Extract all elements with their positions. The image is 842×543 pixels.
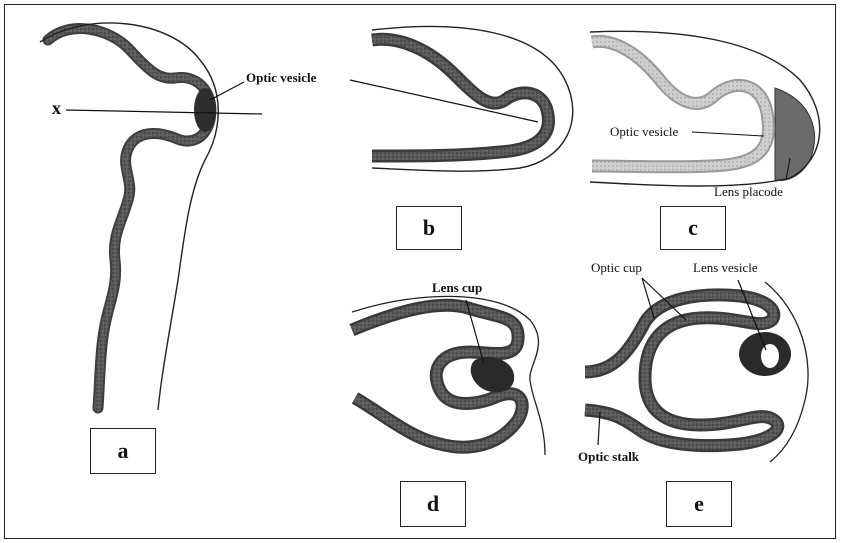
panel-c-label: c [660, 206, 726, 250]
neural-wall-c [592, 41, 768, 166]
panel-d-label: d [400, 481, 466, 527]
optic-vesicle-bulge-a [194, 88, 216, 132]
panel-b-label: b [396, 206, 462, 250]
panel-a-label: a [90, 428, 156, 474]
panel-d-drawing [352, 296, 545, 455]
lens-vesicle-lumen [761, 344, 779, 368]
section-line-x [66, 110, 262, 114]
lens-placode-c [775, 88, 815, 180]
x-marker-label: x [52, 98, 61, 118]
label-optic-cup: Optic cup [591, 260, 642, 275]
label-lens-vesicle: Lens vesicle [693, 260, 758, 275]
label-optic-vesicle-a: Optic vesicle [246, 70, 317, 85]
pointer-optic-vesicle-a [210, 82, 244, 100]
pointer-optic-vesicle-c [692, 132, 764, 136]
label-lens-cup: Lens cup [432, 280, 482, 295]
panel-e-drawing [585, 278, 808, 462]
lens-cup-d [471, 357, 514, 392]
label-optic-vesicle-c: Optic vesicle [610, 124, 678, 139]
panel-a-drawing [40, 23, 262, 410]
label-lens-placode: Lens placode [714, 184, 783, 199]
panel-b-drawing [350, 27, 573, 172]
label-optic-stalk: Optic stalk [578, 449, 640, 464]
neural-tube-wall [48, 29, 211, 408]
panel-c-drawing [590, 31, 820, 186]
neural-wall-b [372, 39, 548, 156]
panel-e-label: e [666, 481, 732, 527]
